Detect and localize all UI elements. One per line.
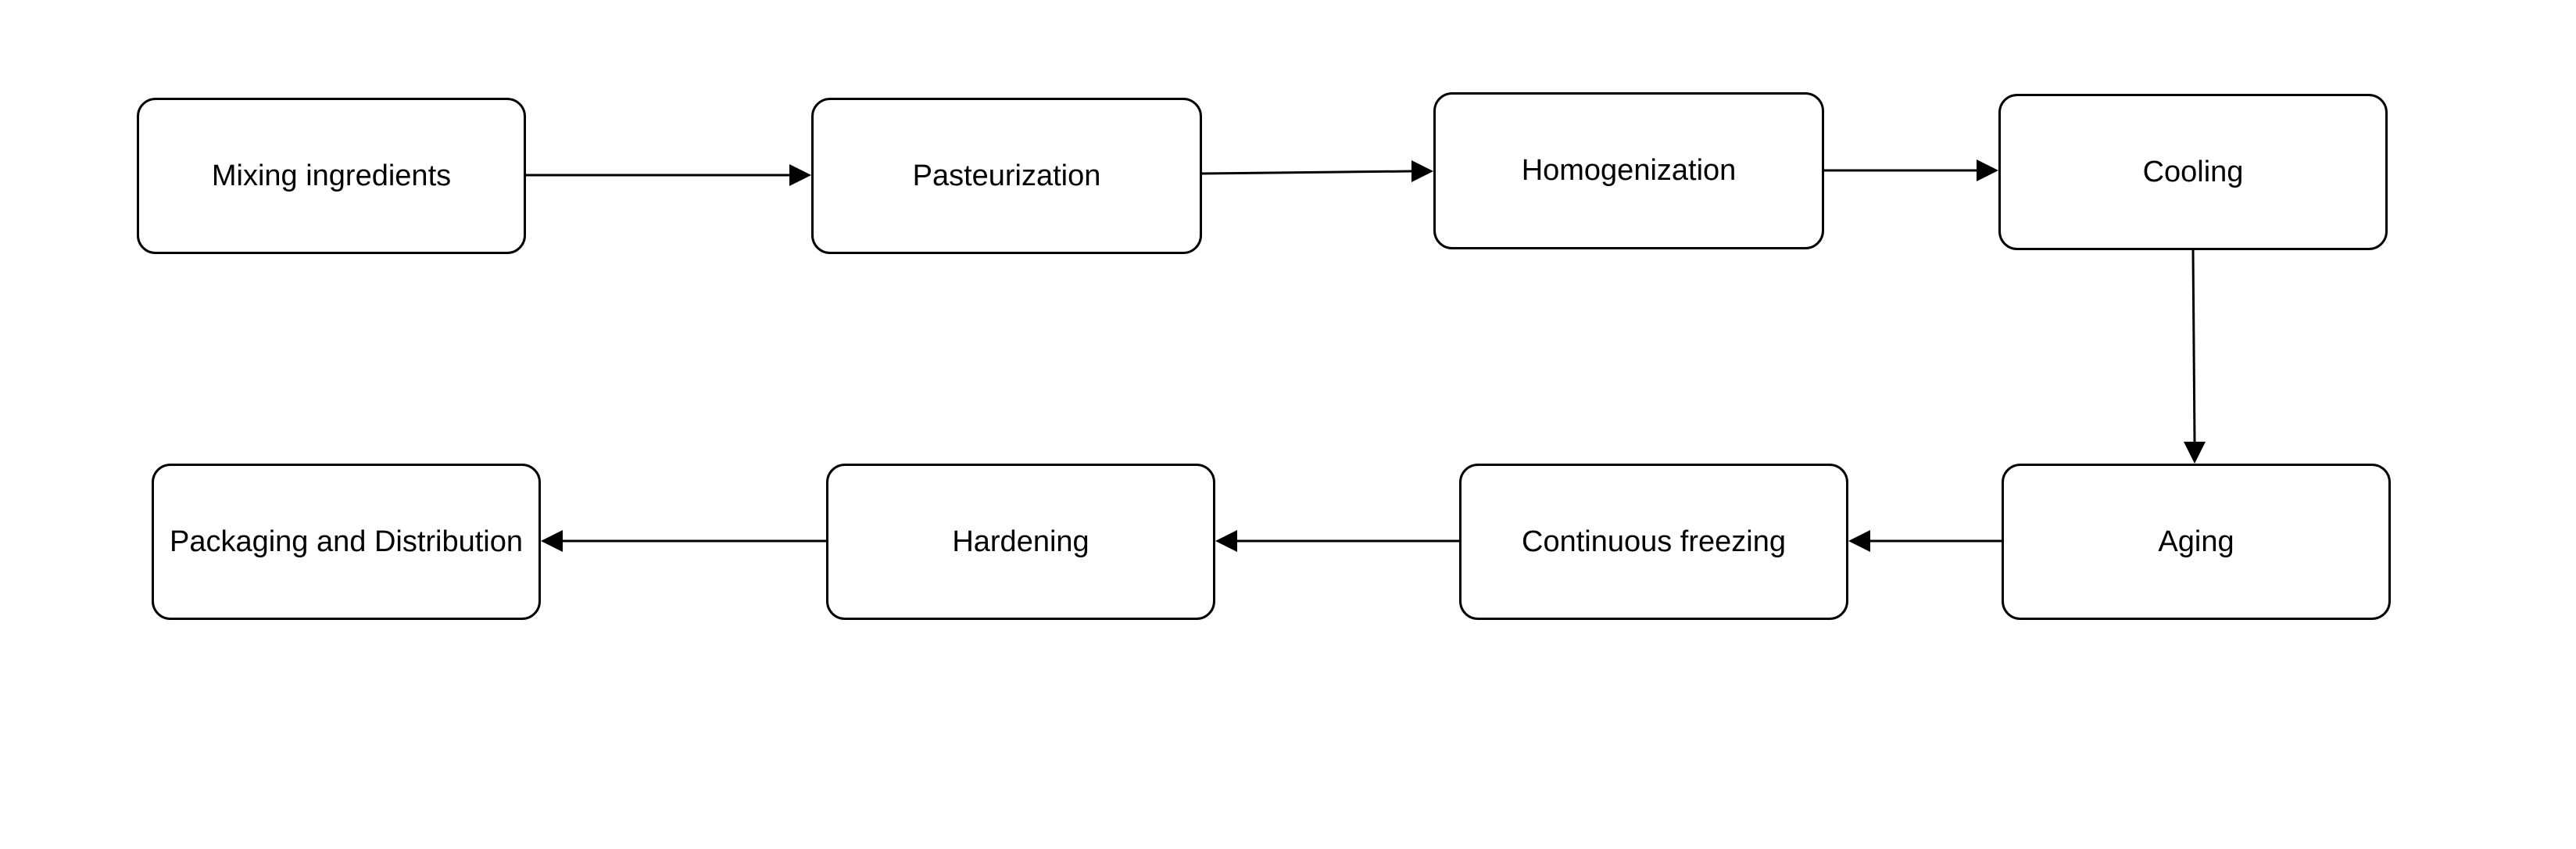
step-label: Packaging and Distribution: [169, 525, 524, 558]
step-continuous-freezing: Continuous freezing: [1459, 464, 1848, 620]
step-aging: Aging: [2002, 464, 2391, 620]
arrow-cooling-to-aging: [2191, 249, 2196, 442]
step-label: Homogenization: [1521, 154, 1737, 187]
arrowhead-icon: [1411, 160, 1433, 182]
step-hardening: Hardening: [826, 464, 1215, 620]
step-label: Aging: [2158, 525, 2234, 558]
step-pasteurization: Pasteurization: [811, 98, 1202, 254]
arrowhead-icon: [789, 164, 811, 186]
step-packaging-and-distribution: Packaging and Distribution: [152, 464, 541, 620]
step-label: Cooling: [2142, 155, 2244, 188]
arrowhead-icon: [1215, 530, 1237, 552]
step-label: Pasteurization: [912, 159, 1101, 192]
step-cooling: Cooling: [1998, 94, 2388, 250]
arrowhead-icon: [2184, 442, 2206, 464]
step-homogenization: Homogenization: [1433, 92, 1824, 249]
step-label: Mixing ingredients: [211, 159, 452, 192]
arrow-pasteurization-to-homogenization: [1201, 170, 1412, 175]
arrowhead-icon: [1977, 159, 1998, 181]
arrowhead-icon: [541, 530, 563, 552]
step-label: Continuous freezing: [1522, 525, 1786, 558]
arrowhead-icon: [1848, 530, 1870, 552]
step-mixing-ingredients: Mixing ingredients: [137, 98, 526, 254]
step-label: Hardening: [952, 525, 1089, 558]
